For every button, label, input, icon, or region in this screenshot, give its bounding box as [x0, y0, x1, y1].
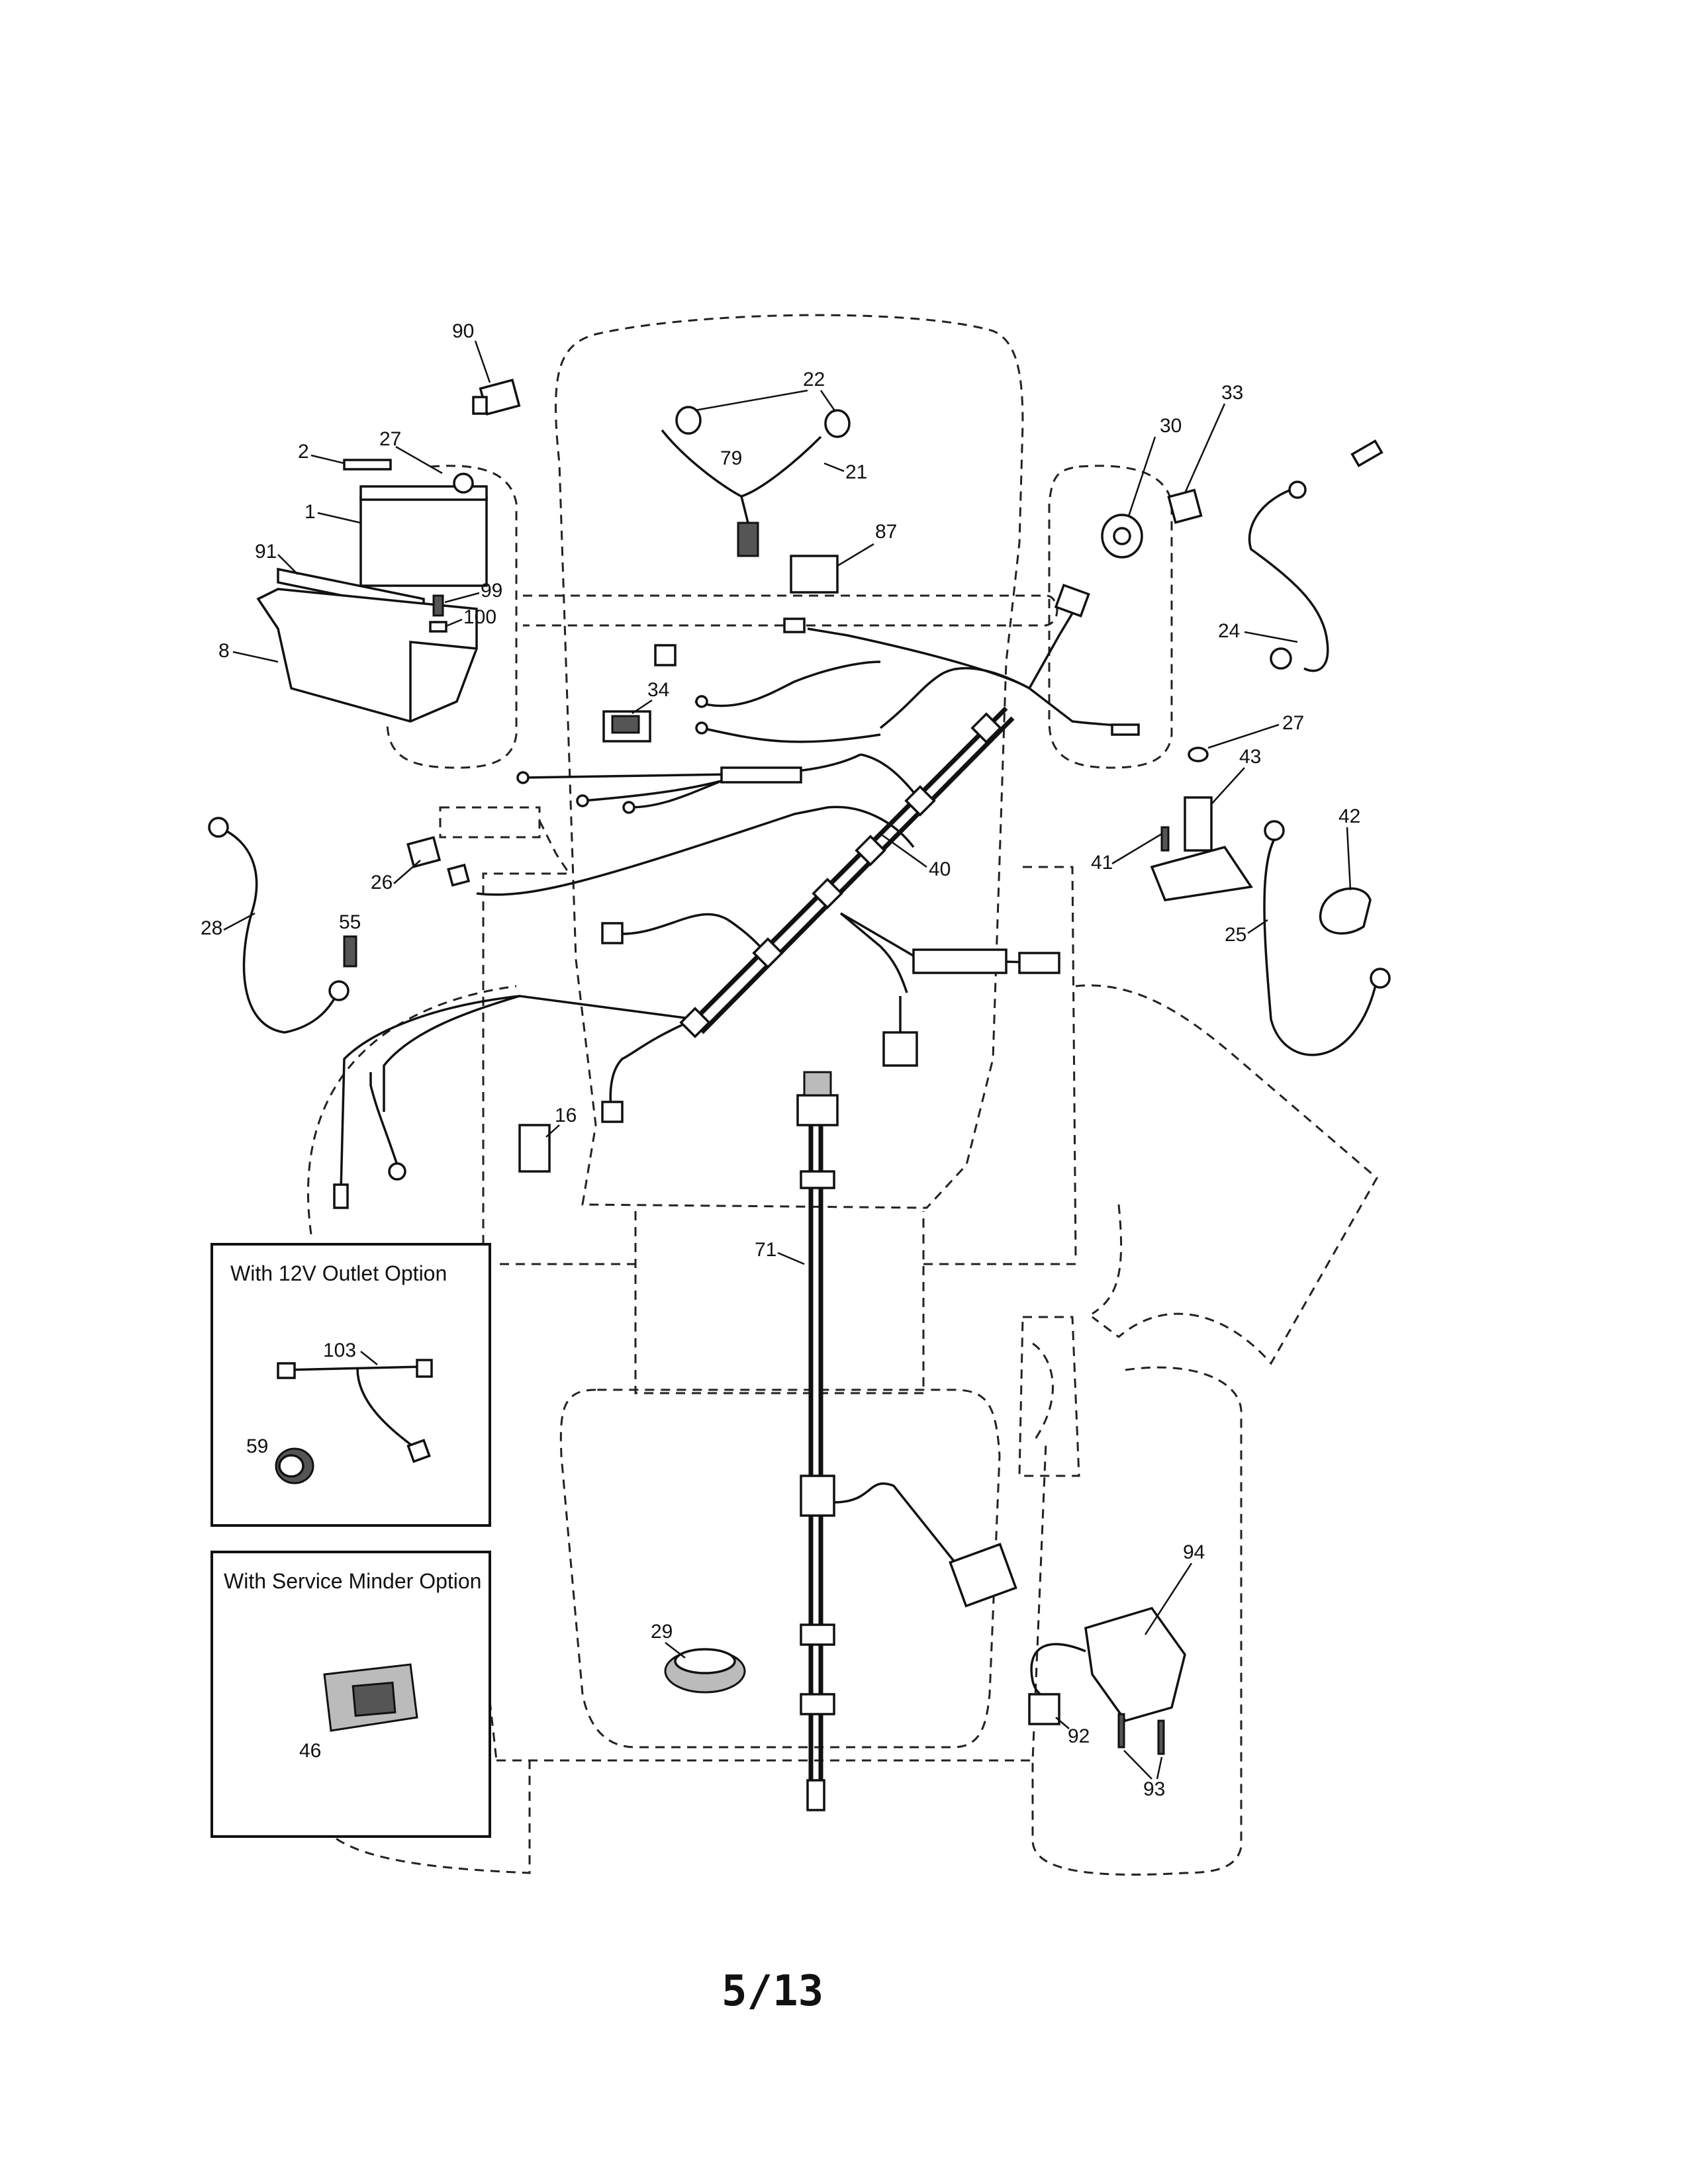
ignition-switch	[1101, 514, 1143, 559]
part-29	[664, 1648, 746, 1694]
battery-tray	[256, 588, 478, 723]
callout-16: 16	[555, 1105, 577, 1126]
part-16	[518, 1124, 551, 1173]
callout-29: 29	[651, 1621, 673, 1643]
battery	[359, 473, 488, 587]
cable-28	[208, 817, 350, 1034]
callout-46: 46	[299, 1740, 321, 1762]
callout-24: 24	[1218, 620, 1240, 642]
part-2	[343, 459, 392, 471]
callout-100: 100	[463, 606, 496, 628]
page-number: 5/13	[722, 1967, 823, 2016]
callout-79: 79	[720, 447, 742, 469]
callout-71: 71	[755, 1239, 776, 1261]
outlet-option-box: With 12V Outlet Option 103 59	[211, 1243, 491, 1527]
callout-labels: 90 22 27 2 79 21 1 87 91 99 100 8 33 30 …	[201, 320, 1360, 1800]
callout-42: 42	[1338, 805, 1360, 827]
minder-option-title: With Service Minder Option	[224, 1569, 481, 1593]
callout-43: 43	[1239, 746, 1261, 768]
callout-28: 28	[201, 917, 222, 939]
part-33	[1167, 488, 1203, 524]
callout-8: 8	[218, 640, 230, 662]
outlet-option-title: With 12V Outlet Option	[230, 1261, 447, 1285]
callout-27-battery: 27	[379, 428, 401, 450]
callout-59: 59	[246, 1435, 268, 1457]
callout-103: 103	[323, 1340, 356, 1361]
part-94-assembly	[1028, 1606, 1186, 1755]
callout-30: 30	[1160, 415, 1182, 437]
part-99-100	[429, 594, 447, 633]
callout-41: 41	[1091, 852, 1113, 874]
part-90	[472, 379, 521, 416]
callout-87: 87	[875, 521, 897, 543]
callout-21: 21	[845, 461, 867, 483]
callout-91: 91	[255, 541, 277, 563]
callout-99: 99	[481, 580, 502, 602]
service-minder-option-box: With Service Minder Option 46	[211, 1551, 491, 1838]
callout-55: 55	[339, 911, 361, 933]
solenoid-assembly	[1150, 747, 1253, 901]
callout-90: 90	[452, 320, 474, 342]
cable-25	[1263, 820, 1391, 1056]
callout-34: 34	[647, 679, 669, 701]
part-34	[602, 710, 651, 743]
callout-93: 93	[1143, 1778, 1165, 1800]
callout-94: 94	[1183, 1541, 1205, 1563]
part-55	[343, 935, 357, 968]
part-26	[406, 836, 471, 887]
callout-26: 26	[371, 872, 393, 893]
callout-27-solenoid: 27	[1282, 712, 1304, 734]
callout-40: 40	[929, 858, 951, 880]
callout-1: 1	[305, 501, 316, 523]
callout-25: 25	[1225, 924, 1246, 946]
cable-24	[1248, 439, 1383, 672]
callout-33: 33	[1221, 382, 1243, 404]
callout-2: 2	[298, 441, 309, 463]
harness-71	[796, 1071, 1017, 1811]
headlight-assembly	[661, 406, 851, 557]
main-harness	[333, 583, 1140, 1209]
callout-22: 22	[803, 369, 825, 390]
part-42	[1319, 887, 1372, 935]
tractor-outline	[307, 314, 1378, 1876]
part-87	[790, 555, 839, 594]
callout-92: 92	[1068, 1725, 1090, 1747]
